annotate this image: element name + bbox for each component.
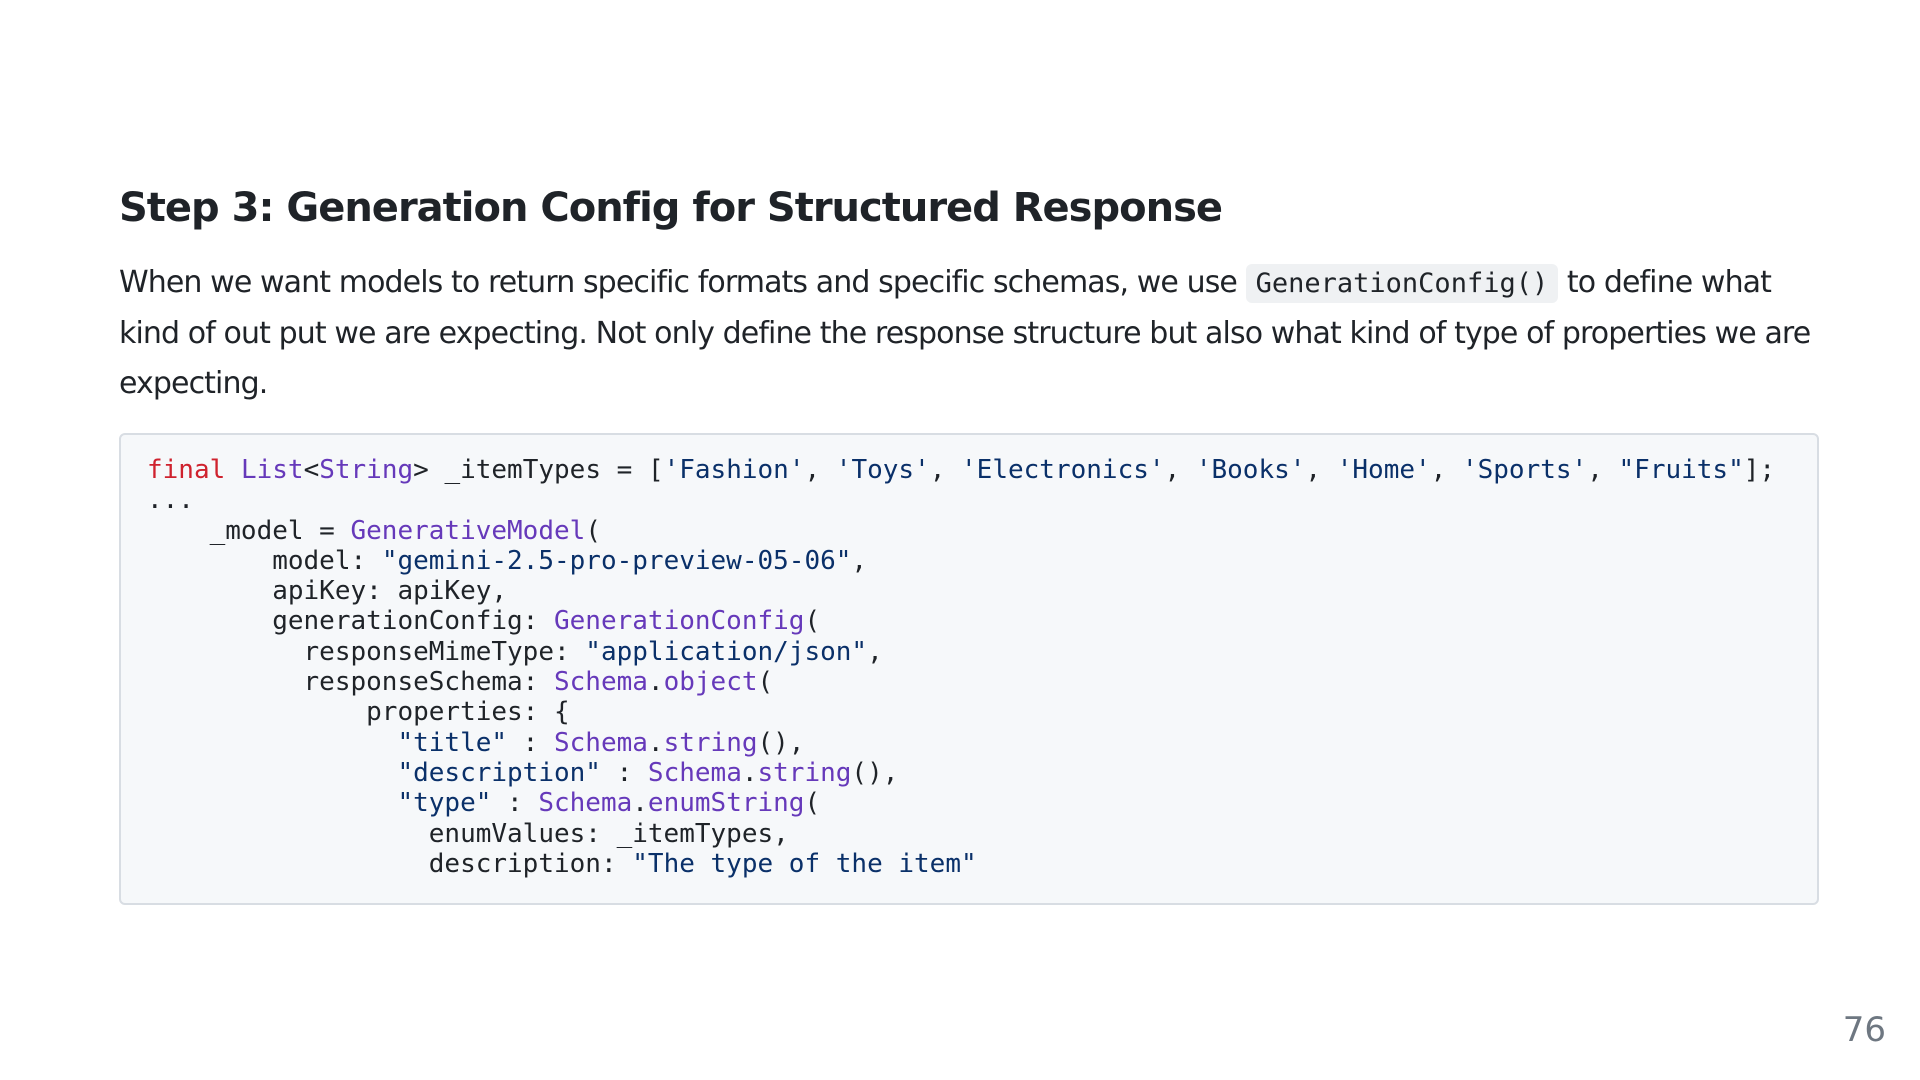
code-token: generationConfig: xyxy=(147,606,554,637)
code-token: , xyxy=(929,455,962,485)
code-token: object xyxy=(663,667,758,698)
code-token: . xyxy=(632,788,648,819)
intro-paragraph: When we want models to return specific f… xyxy=(119,258,1819,409)
code-token: > _itemTypes = [ xyxy=(413,455,664,485)
code-line: properties: { xyxy=(147,697,1791,727)
code-token: : xyxy=(491,788,539,819)
code-token: enumString xyxy=(647,788,805,819)
code-token: "The type of the item" xyxy=(632,848,977,879)
code-token: description: xyxy=(147,848,633,879)
code-token: 'Books' xyxy=(1195,455,1306,485)
code-token xyxy=(147,758,397,788)
code-token: "type" xyxy=(397,788,492,819)
paragraph-text-before: When we want models to return specific f… xyxy=(119,265,1246,300)
code-token: GenerativeModel xyxy=(350,515,586,546)
code-token: ]; xyxy=(1743,455,1776,485)
code-token: . xyxy=(647,667,664,698)
code-token: 'Sports' xyxy=(1461,455,1588,485)
code-line: ... xyxy=(147,485,1791,515)
inline-code-generation-config: GenerationConfig() xyxy=(1245,264,1559,303)
code-token: enumValues: _itemTypes, xyxy=(147,818,789,849)
code-token: properties: { xyxy=(147,697,570,728)
code-token: . xyxy=(647,727,664,758)
code-token: 'Home' xyxy=(1336,455,1431,485)
page-number: 76 xyxy=(1842,1010,1886,1050)
code-token: "description" xyxy=(397,757,601,788)
code-token: List xyxy=(240,455,304,485)
code-token: string xyxy=(757,757,852,788)
code-line: "title" : Schema.string(), xyxy=(147,728,1791,758)
code-token: ( xyxy=(804,606,821,637)
code-line: description: "The type of the item" xyxy=(147,849,1791,879)
code-token: final xyxy=(147,455,226,485)
code-token: string xyxy=(663,727,758,758)
code-line: model: "gemini-2.5-pro-preview-05-06", xyxy=(147,546,1791,576)
code-token: _model = xyxy=(147,515,351,546)
code-token: < xyxy=(303,455,320,485)
code-token xyxy=(147,728,397,758)
code-token: 'Fashion' xyxy=(663,455,805,485)
code-token: , xyxy=(1164,455,1196,485)
code-token: (), xyxy=(757,727,805,758)
code-block: final List<String> _itemTypes = ['Fashio… xyxy=(119,433,1819,905)
code-token: (), xyxy=(851,757,899,788)
section-heading: Step 3: Generation Config for Structured… xyxy=(119,185,1223,231)
code-listing: final List<String> _itemTypes = ['Fashio… xyxy=(147,455,1791,879)
code-token: , xyxy=(867,636,883,667)
code-token xyxy=(225,455,241,485)
code-token: Schema xyxy=(647,757,742,788)
code-token: , xyxy=(851,545,868,576)
code-line: apiKey: apiKey, xyxy=(147,576,1791,606)
code-token: "application/json" xyxy=(585,636,868,667)
code-token: String xyxy=(319,455,414,485)
code-token: , xyxy=(1430,455,1462,485)
code-token: ( xyxy=(585,515,601,546)
code-token: "gemini-2.5-pro-preview-05-06" xyxy=(381,545,852,576)
code-token: ... xyxy=(147,485,194,516)
code-token: 'Toys' xyxy=(835,455,930,485)
code-token: , xyxy=(804,455,836,485)
code-token: : xyxy=(507,727,554,758)
code-token: responseMimeType: xyxy=(147,636,586,667)
code-token: Schema xyxy=(554,667,648,698)
code-line: "description" : Schema.string(), xyxy=(147,758,1791,788)
code-token: Schema xyxy=(538,788,633,819)
code-token: GenerationConfig xyxy=(554,606,805,637)
code-line: enumValues: _itemTypes, xyxy=(147,819,1791,849)
code-line: final List<String> _itemTypes = ['Fashio… xyxy=(147,455,1791,485)
code-token: ( xyxy=(804,788,821,819)
code-token: responseSchema: xyxy=(147,667,554,698)
code-line: _model = GenerativeModel( xyxy=(147,516,1791,546)
code-token: 'Electronics' xyxy=(961,455,1165,485)
code-token: apiKey: apiKey, xyxy=(147,576,508,607)
code-token: ( xyxy=(757,667,774,698)
code-line: generationConfig: GenerationConfig( xyxy=(147,606,1791,636)
paragraph-text-after: to define what kind of out put we are ex… xyxy=(119,265,1811,401)
code-token: model: xyxy=(147,545,382,576)
code-token: "title" xyxy=(397,727,508,758)
code-line: responseSchema: Schema.object( xyxy=(147,667,1791,697)
code-line: responseMimeType: "application/json", xyxy=(147,637,1791,667)
code-line: "type" : Schema.enumString( xyxy=(147,788,1791,818)
code-token: Schema xyxy=(554,727,648,758)
code-token: : xyxy=(600,757,648,788)
code-token: "Fruits" xyxy=(1618,455,1744,485)
code-token: . xyxy=(741,757,758,788)
code-token: , xyxy=(1587,455,1619,485)
code-token: , xyxy=(1305,455,1337,485)
code-token xyxy=(147,788,397,818)
